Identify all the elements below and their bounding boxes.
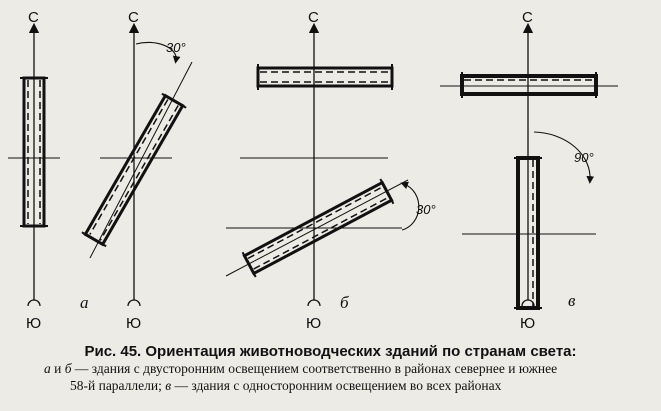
caption-conj: и: [50, 361, 65, 376]
caption-b-letter: б: [64, 361, 72, 376]
caption-a-letter: а: [44, 361, 51, 376]
panel-label-c: в: [568, 291, 576, 310]
caption-line-3-rest: — здания с односторонним освещением во в…: [171, 378, 502, 393]
angle-label-c: 90°: [574, 150, 594, 165]
angle-arc-b: [400, 181, 420, 231]
panel-b: С Ю 30° б: [225, 9, 436, 332]
caption-line-2: а и б — здания с двусторонним освещением…: [0, 360, 661, 377]
panel-a: С Ю 30° а: [80, 9, 193, 332]
figure-caption: Рис. 45. Ориентация животноводческих зда…: [0, 343, 661, 394]
panel-left-building: С Ю: [8, 9, 60, 332]
building-vertical-c: [514, 156, 542, 310]
building-axis-a: [89, 61, 193, 259]
north-label-c: С: [522, 9, 533, 26]
angle-arc-a: [135, 41, 181, 64]
caption-title: Рис. 45. Ориентация животноводческих зда…: [84, 343, 577, 360]
caption-line-2-rest: — здания с двусторонним освещением соотв…: [71, 361, 558, 376]
north-label-left: С: [28, 9, 39, 26]
south-marker-a: [127, 299, 141, 307]
south-marker-c: [521, 299, 535, 307]
building-vertical-left: [20, 76, 48, 228]
orientation-diagram: С Ю С Ю 30° а С: [8, 9, 618, 332]
angle-arc-c: [533, 131, 595, 184]
south-marker-left: [27, 299, 41, 307]
south-label-b: Ю: [306, 315, 321, 332]
caption-line-3: 58-й параллели; в — здания с односторонн…: [0, 377, 661, 394]
south-label-c: Ю: [520, 315, 535, 332]
south-label-a: Ю: [126, 315, 141, 332]
north-label-a: С: [128, 9, 139, 26]
angle-label-a: 30°: [166, 40, 186, 55]
panel-label-a: а: [80, 293, 89, 312]
building-axis-b: [225, 179, 409, 277]
panel-label-b: б: [340, 293, 349, 312]
building-rotated-b: [241, 178, 395, 278]
building-horizontal-c: [460, 72, 598, 98]
building-rotated-a: [81, 92, 187, 248]
north-label-b: С: [308, 9, 319, 26]
building-horizontal-b: [256, 64, 394, 90]
south-marker-b: [307, 299, 321, 307]
south-label-left: Ю: [26, 315, 41, 332]
caption-line-3-start: 58-й параллели;: [70, 378, 166, 393]
caption-c-letter: в: [165, 378, 172, 393]
angle-label-b: 30°: [416, 202, 436, 217]
panel-c: С Ю 90° в: [440, 9, 618, 332]
